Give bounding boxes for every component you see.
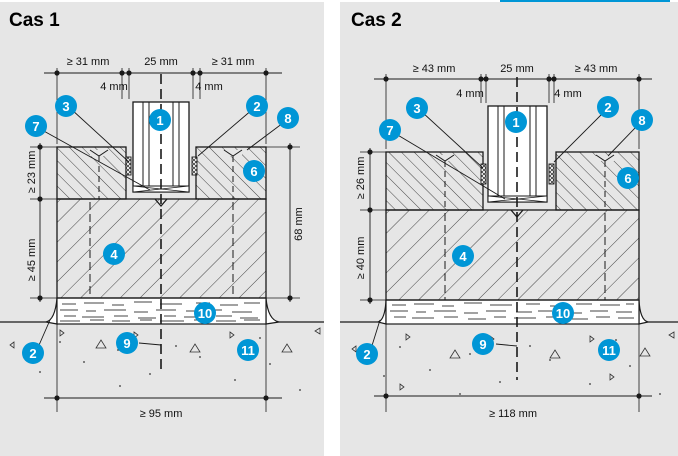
case-2-title: Cas 2 xyxy=(351,10,402,31)
case-1-diagram: ≥ 31 mm 25 mm ≥ 31 mm 4 mm 4 mm ≥ 23 mm … xyxy=(0,56,324,456)
marker-9: 9 xyxy=(472,333,494,355)
dim-top-left: ≥ 31 mm xyxy=(67,56,110,68)
concrete-slab xyxy=(0,322,324,456)
dim-top-left: ≥ 43 mm xyxy=(413,63,456,75)
marker-8: 8 xyxy=(277,107,299,129)
svg-text:2: 2 xyxy=(253,99,260,114)
svg-text:6: 6 xyxy=(624,171,631,186)
dim-gap-left: 4 mm xyxy=(456,88,484,100)
dim-gap-left: 4 mm xyxy=(100,81,128,93)
dim-left-upper: ≥ 23 mm xyxy=(26,151,38,194)
svg-text:3: 3 xyxy=(413,101,420,116)
case-2-diagram: ≥ 43 mm 25 mm ≥ 43 mm 4 mm 4 mm ≥ 26 mm … xyxy=(340,63,678,420)
dim-gap-right: 4 mm xyxy=(195,81,223,93)
marker-2: 2 xyxy=(597,96,619,118)
marker-11: 11 xyxy=(598,339,620,361)
svg-text:8: 8 xyxy=(638,113,645,128)
svg-text:2: 2 xyxy=(363,347,370,362)
svg-text:1: 1 xyxy=(156,113,163,128)
aggregate-triangles xyxy=(351,331,675,391)
marker-2b: 2 xyxy=(22,342,44,364)
dim-left-upper: ≥ 26 mm xyxy=(355,157,367,200)
marker-6: 6 xyxy=(243,160,265,182)
marker-2b: 2 xyxy=(356,343,378,365)
dim-right-total: 68 mm xyxy=(293,207,305,241)
main-block xyxy=(385,209,640,301)
svg-text:11: 11 xyxy=(602,343,616,358)
svg-text:8: 8 xyxy=(284,111,291,126)
marker-9: 9 xyxy=(116,332,138,354)
case-2-panel: Cas 2 xyxy=(340,2,678,456)
marker-2: 2 xyxy=(246,95,268,117)
marker-4: 4 xyxy=(103,243,125,265)
dim-top-mid: 25 mm xyxy=(500,63,534,75)
svg-text:9: 9 xyxy=(479,337,486,352)
svg-text:10: 10 xyxy=(556,306,570,321)
aggregate-dots xyxy=(383,339,661,395)
marker-10: 10 xyxy=(194,302,216,324)
svg-text:7: 7 xyxy=(386,123,393,138)
svg-text:7: 7 xyxy=(32,119,39,134)
svg-text:6: 6 xyxy=(250,164,257,179)
marker-7: 7 xyxy=(379,119,401,141)
svg-text:2: 2 xyxy=(604,100,611,115)
dim-top-right: ≥ 31 mm xyxy=(212,56,255,68)
dim-top-mid: 25 mm xyxy=(144,56,178,68)
svg-text:4: 4 xyxy=(459,249,467,264)
svg-text:1: 1 xyxy=(512,115,519,130)
dim-bottom: ≥ 95 mm xyxy=(140,408,183,420)
dim-gap-right: 4 mm xyxy=(554,88,582,100)
marker-3: 3 xyxy=(55,95,77,117)
upper-left-block xyxy=(385,151,484,211)
marker-8: 8 xyxy=(631,109,653,131)
svg-text:2: 2 xyxy=(29,346,36,361)
case-1-panel: Cas 1 xyxy=(0,2,324,456)
aggregate-dots xyxy=(39,337,301,391)
case-1-title: Cas 1 xyxy=(9,10,60,31)
svg-text:3: 3 xyxy=(62,99,69,114)
svg-text:11: 11 xyxy=(241,343,255,358)
marker-1: 1 xyxy=(505,111,527,133)
dim-left-lower: ≥ 40 mm xyxy=(355,237,367,280)
marker-11: 11 xyxy=(237,339,259,361)
marker-1: 1 xyxy=(149,109,171,131)
marker-7: 7 xyxy=(25,115,47,137)
marker-6: 6 xyxy=(617,167,639,189)
marker-4: 4 xyxy=(452,245,474,267)
dim-bottom: ≥ 118 mm xyxy=(489,408,537,420)
header-accent-bar xyxy=(500,0,670,3)
marker-3: 3 xyxy=(406,97,428,119)
svg-text:9: 9 xyxy=(123,336,130,351)
marker-10: 10 xyxy=(552,302,574,324)
svg-text:10: 10 xyxy=(198,306,212,321)
svg-text:4: 4 xyxy=(110,247,118,262)
dim-left-lower: ≥ 45 mm xyxy=(26,239,38,282)
dim-top-right: ≥ 43 mm xyxy=(575,63,618,75)
aggregate-triangles xyxy=(9,327,321,353)
